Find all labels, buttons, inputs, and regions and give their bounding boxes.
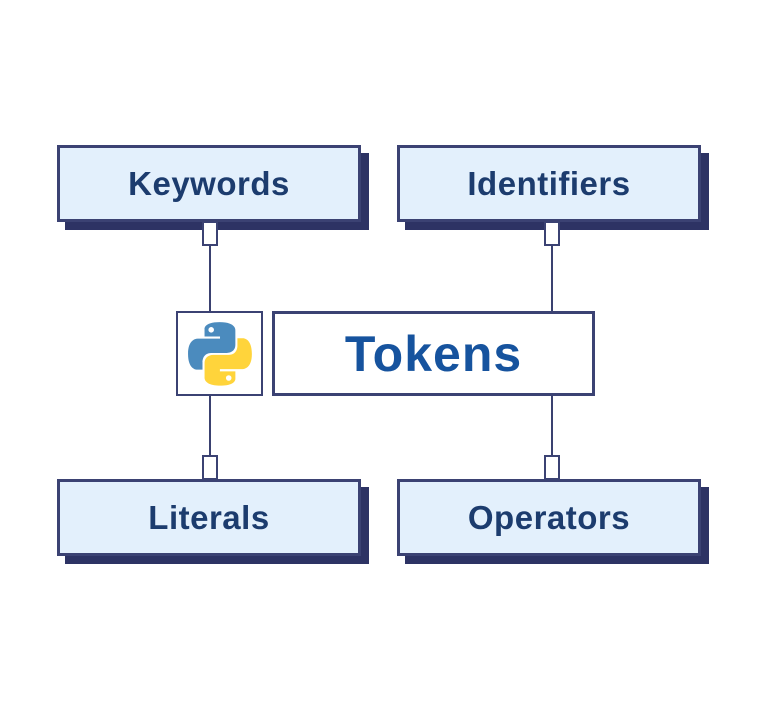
node-keywords-label: Keywords	[128, 164, 290, 202]
port-operators	[544, 455, 560, 480]
edge-identifiers-to-tokens	[551, 245, 553, 312]
edge-tokens-to-operators	[551, 395, 553, 456]
port-identifiers	[544, 221, 560, 246]
tokens-box: Tokens	[272, 311, 595, 396]
node-literals: Literals	[57, 479, 361, 556]
port-literals	[202, 455, 218, 480]
tokens-label: Tokens	[344, 325, 523, 382]
edge-keywords-to-tokens	[209, 245, 211, 312]
port-keywords	[202, 221, 218, 246]
node-keywords: Keywords	[57, 145, 361, 222]
node-literals-label: Literals	[148, 498, 270, 536]
node-operators: Operators	[397, 479, 701, 556]
node-identifiers-label: Identifiers	[467, 164, 631, 202]
edge-tokens-to-literals	[209, 395, 211, 456]
python-logo-box	[176, 311, 263, 396]
python-icon	[187, 321, 252, 386]
node-identifiers: Identifiers	[397, 145, 701, 222]
node-operators-label: Operators	[467, 498, 631, 536]
